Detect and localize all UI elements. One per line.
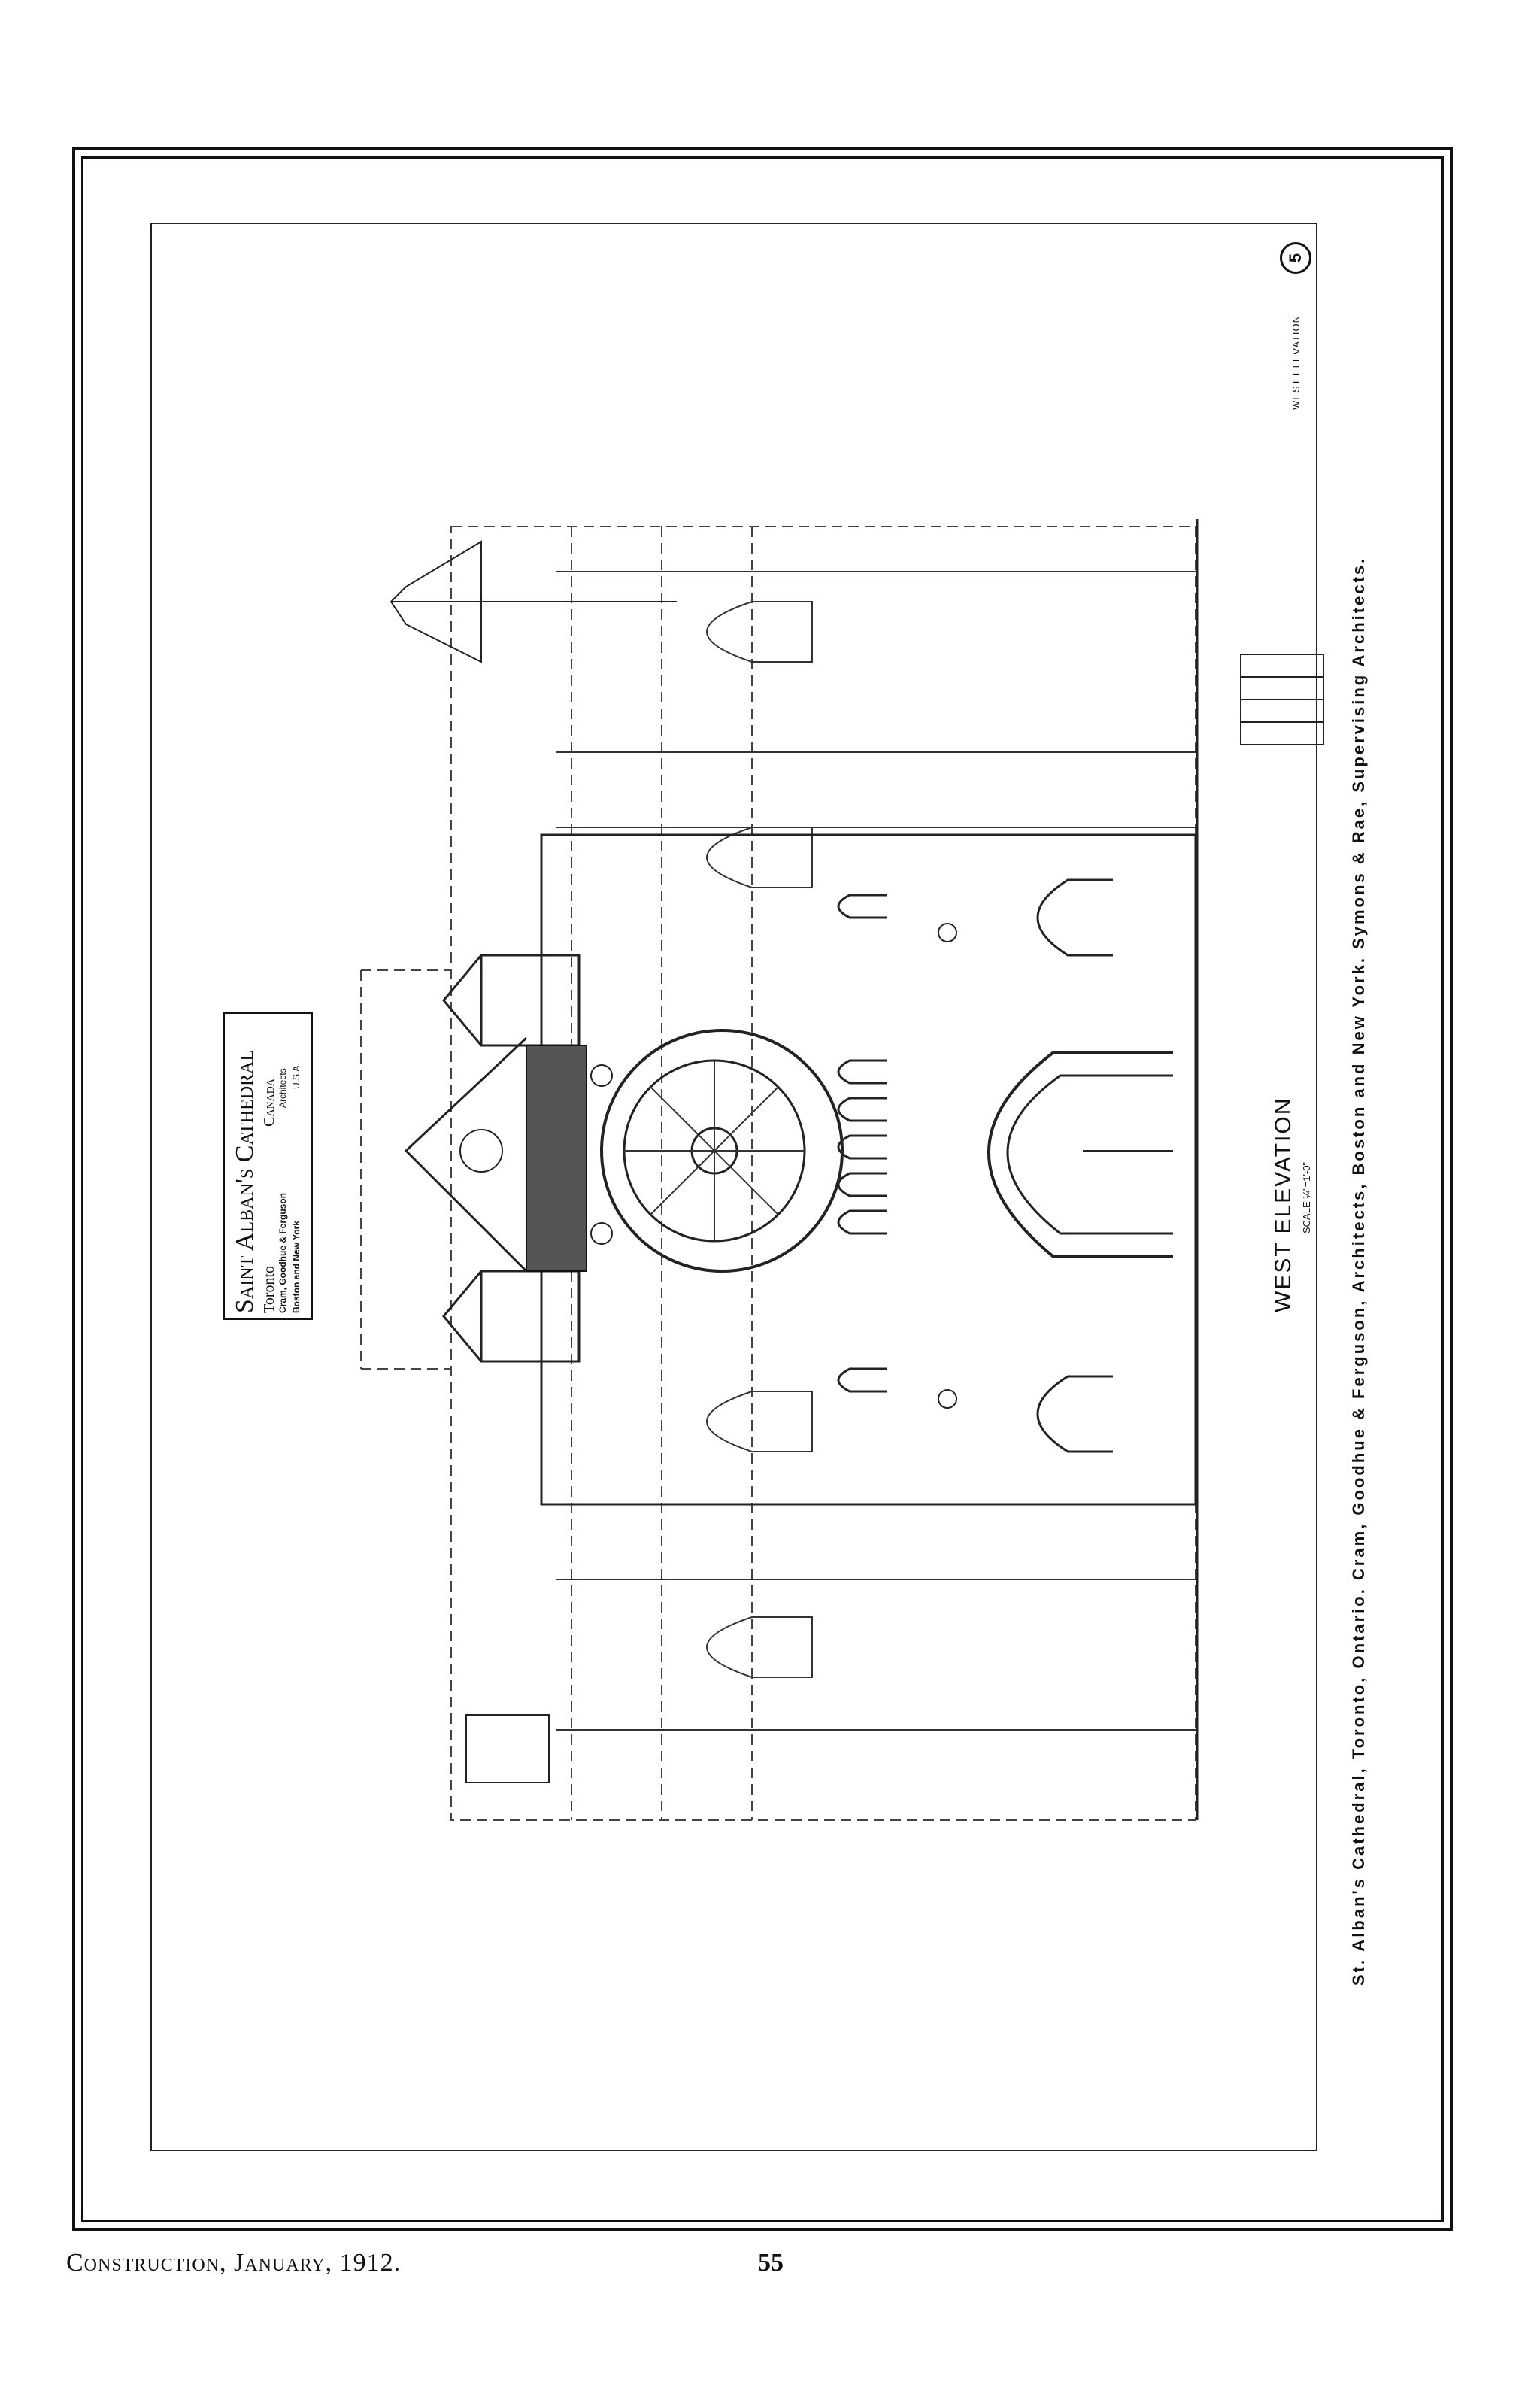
publication-footer: Construction, January, 1912.	[66, 2249, 402, 2277]
page-outer-border-inner	[81, 156, 1444, 2222]
title-block-architects: Cram, Goodhue & Ferguson	[277, 1192, 288, 1313]
figure-caption: St. Alban's Cathedral, Toronto, Ontario.…	[1349, 556, 1368, 1986]
page-outer-border	[72, 147, 1453, 2231]
title-block: Saint Alban's Cathedral Toronto Canada C…	[223, 1012, 313, 1320]
page-number: 55	[758, 2249, 784, 2277]
title-block-name: Saint Alban's Cathedral	[231, 1049, 259, 1313]
title-block-country: Canada	[261, 1079, 277, 1127]
title-block-city: Toronto	[261, 1265, 277, 1313]
sheet-number-badge: 5	[1280, 242, 1311, 274]
elevation-title: WEST ELEVATION	[1271, 1097, 1296, 1312]
sheet-label: WEST ELEVATION	[1290, 315, 1302, 410]
title-block-architects-label: Architects	[277, 1068, 288, 1108]
elevation-scale: SCALE ¼"=1'-0"	[1301, 1161, 1312, 1233]
drawing-frame	[150, 223, 1317, 2151]
title-block-offices: Boston and New York	[291, 1221, 302, 1313]
title-block-usa: U.S.A.	[291, 1063, 302, 1089]
